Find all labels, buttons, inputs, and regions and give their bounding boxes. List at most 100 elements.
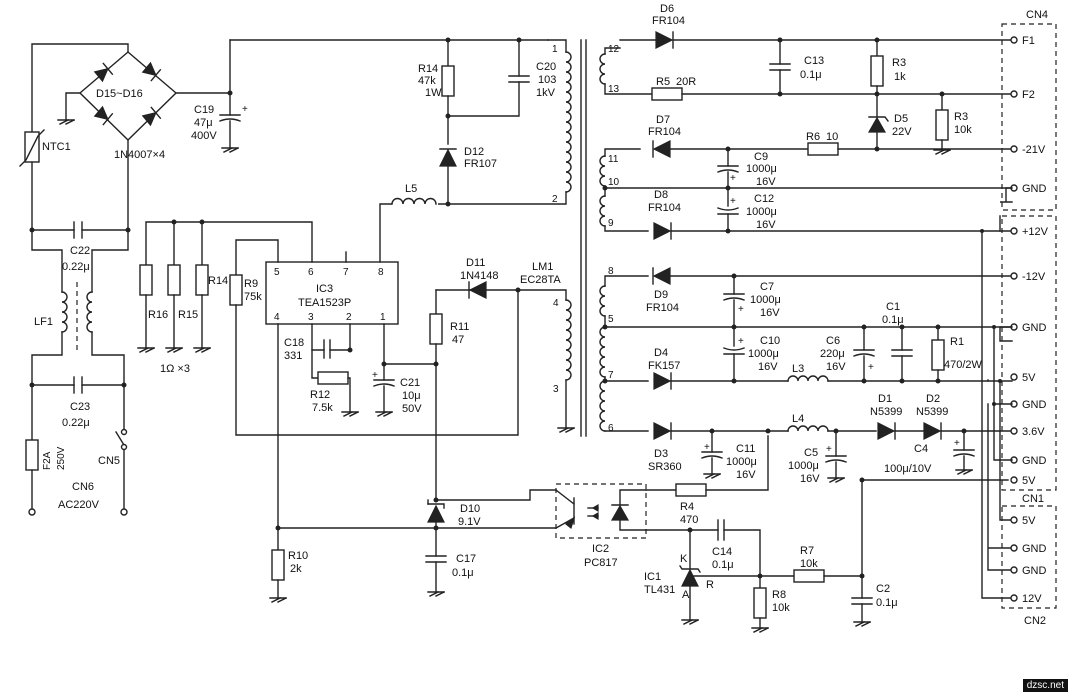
svg-text:+: +: [730, 196, 736, 207]
ground-symbol: [57, 119, 75, 125]
c13-value: 0.1μ: [800, 69, 822, 81]
c7-volt: 16V: [760, 307, 780, 319]
sec-pin-11: 11: [608, 154, 619, 165]
ic3-pin-6: 6: [308, 267, 314, 278]
svg-text:+: +: [704, 442, 710, 453]
cn6-label: AC220V: [58, 499, 100, 511]
r3b-name: R3: [954, 111, 968, 123]
cn2-pin-5v: 5V: [1022, 515, 1036, 527]
d10-name: D10: [460, 503, 480, 515]
r7-name: R7: [800, 545, 814, 557]
d6-type: FR104: [652, 15, 685, 27]
r6-value: 10: [826, 131, 838, 143]
c14-value: 0.1μ: [712, 559, 734, 571]
r11-name: R11: [450, 321, 469, 333]
c20-name: C20: [536, 61, 556, 73]
d2-type: N5399: [916, 406, 948, 418]
r14a-value: 47k: [418, 75, 436, 87]
r9-name: R9: [244, 278, 258, 290]
c9-volt: 16V: [756, 176, 776, 188]
l3-label: L3: [792, 363, 804, 375]
c9-value: 1000μ: [746, 163, 777, 175]
d2-name: D2: [926, 393, 940, 405]
c7-value: 1000μ: [750, 294, 781, 306]
ic3-pin-5: 5: [274, 267, 280, 278]
r12-value: 7.5k: [312, 402, 333, 414]
ic3-pin-3: 3: [308, 312, 314, 323]
c23-value: 0.22μ: [62, 417, 90, 429]
ic1-k: K: [680, 553, 688, 565]
c10-name: C10: [760, 335, 780, 347]
svg-text:+: +: [730, 173, 736, 184]
r3a-name: R3: [892, 57, 906, 69]
r5-value: 20R: [676, 76, 696, 88]
c22-value: 0.22μ: [62, 261, 90, 273]
svg-text:+: +: [242, 104, 248, 115]
d7-type: FR104: [648, 126, 681, 138]
c17-value: 0.1μ: [452, 567, 474, 579]
cn-pin-3v6: 3.6V: [1022, 426, 1045, 438]
r15-label: R15: [178, 309, 198, 321]
c21-value: 10μ: [402, 390, 421, 402]
bridge-type-label: 1N4007×4: [114, 149, 165, 161]
cn-pin-gnd-3: GND: [1022, 455, 1047, 467]
ic3-type: TEA1523P: [298, 297, 351, 309]
r7-value: 10k: [800, 558, 818, 570]
cn2-pin-gnd-1: GND: [1022, 543, 1047, 555]
lf1-label: LF1: [34, 316, 53, 328]
d9-name: D9: [654, 289, 668, 301]
c10-volt: 16V: [758, 361, 778, 373]
r1-value: 470/2W: [944, 359, 983, 371]
r11-value: 47: [452, 334, 464, 346]
r3b-value: 10k: [954, 124, 972, 136]
primary-pin-1: 1: [552, 44, 558, 55]
cn1-connector: +12V -12V GND 5V GND 3.6V GND 5V CN1: [1001, 215, 1057, 505]
r1-name: R1: [950, 336, 964, 348]
c21-volt: 50V: [402, 403, 422, 415]
fuse: [25, 439, 39, 471]
r14a-power: 1W: [425, 87, 442, 99]
d7-name: D7: [656, 114, 670, 126]
svg-text:+: +: [372, 370, 378, 381]
cn1-name: CN1: [1022, 493, 1044, 505]
cn4-pin-f2: F2: [1022, 89, 1035, 101]
c5-value: 1000μ: [788, 460, 819, 472]
r3a-value: 1k: [894, 71, 906, 83]
cn4-pin-minus21v: -21V: [1022, 144, 1046, 156]
ic1-r: R: [706, 579, 714, 591]
c22-name: C22: [70, 245, 90, 257]
fuse-volt: 250V: [56, 446, 67, 470]
sec-pin-13: 13: [608, 84, 620, 95]
svg-text:+: +: [738, 304, 744, 315]
r5-name: R5: [656, 76, 670, 88]
primary-pin-2: 2: [552, 194, 558, 205]
c18-name: C18: [284, 337, 304, 349]
ic1-type: TL431: [644, 584, 675, 596]
ic3-pin-2: 2: [346, 312, 352, 323]
cn-pin-gnd-1: GND: [1022, 322, 1047, 334]
c5-name: C5: [804, 447, 818, 459]
ic3-pin-4: 4: [274, 312, 280, 323]
c10-value: 1000μ: [748, 348, 779, 360]
cn5-label: CN5: [98, 455, 120, 467]
ic3-name: IC3: [316, 283, 333, 295]
c2-name: C2: [876, 583, 890, 595]
c12-volt: 16V: [756, 219, 776, 231]
ic2-optocoupler: [555, 483, 647, 539]
d5-name: D5: [894, 113, 908, 125]
sec-pin-12: 12: [608, 44, 620, 55]
r16-label: R16: [148, 309, 168, 321]
c2-value: 0.1μ: [876, 597, 898, 609]
c1-value: 0.1μ: [882, 314, 904, 326]
d8-name: D8: [654, 189, 668, 201]
fuse-name: F2A: [42, 451, 53, 470]
d12-type: FR107: [464, 158, 497, 170]
c11-volt: 16V: [736, 469, 756, 481]
ic1-name: IC1: [644, 571, 661, 583]
cn4-name: CN4: [1026, 9, 1048, 21]
c5-volt: 16V: [800, 473, 820, 485]
c9-name: C9: [754, 151, 768, 163]
c20-volt: 1kV: [536, 87, 556, 99]
watermark: dzsc.net: [1022, 679, 1068, 692]
